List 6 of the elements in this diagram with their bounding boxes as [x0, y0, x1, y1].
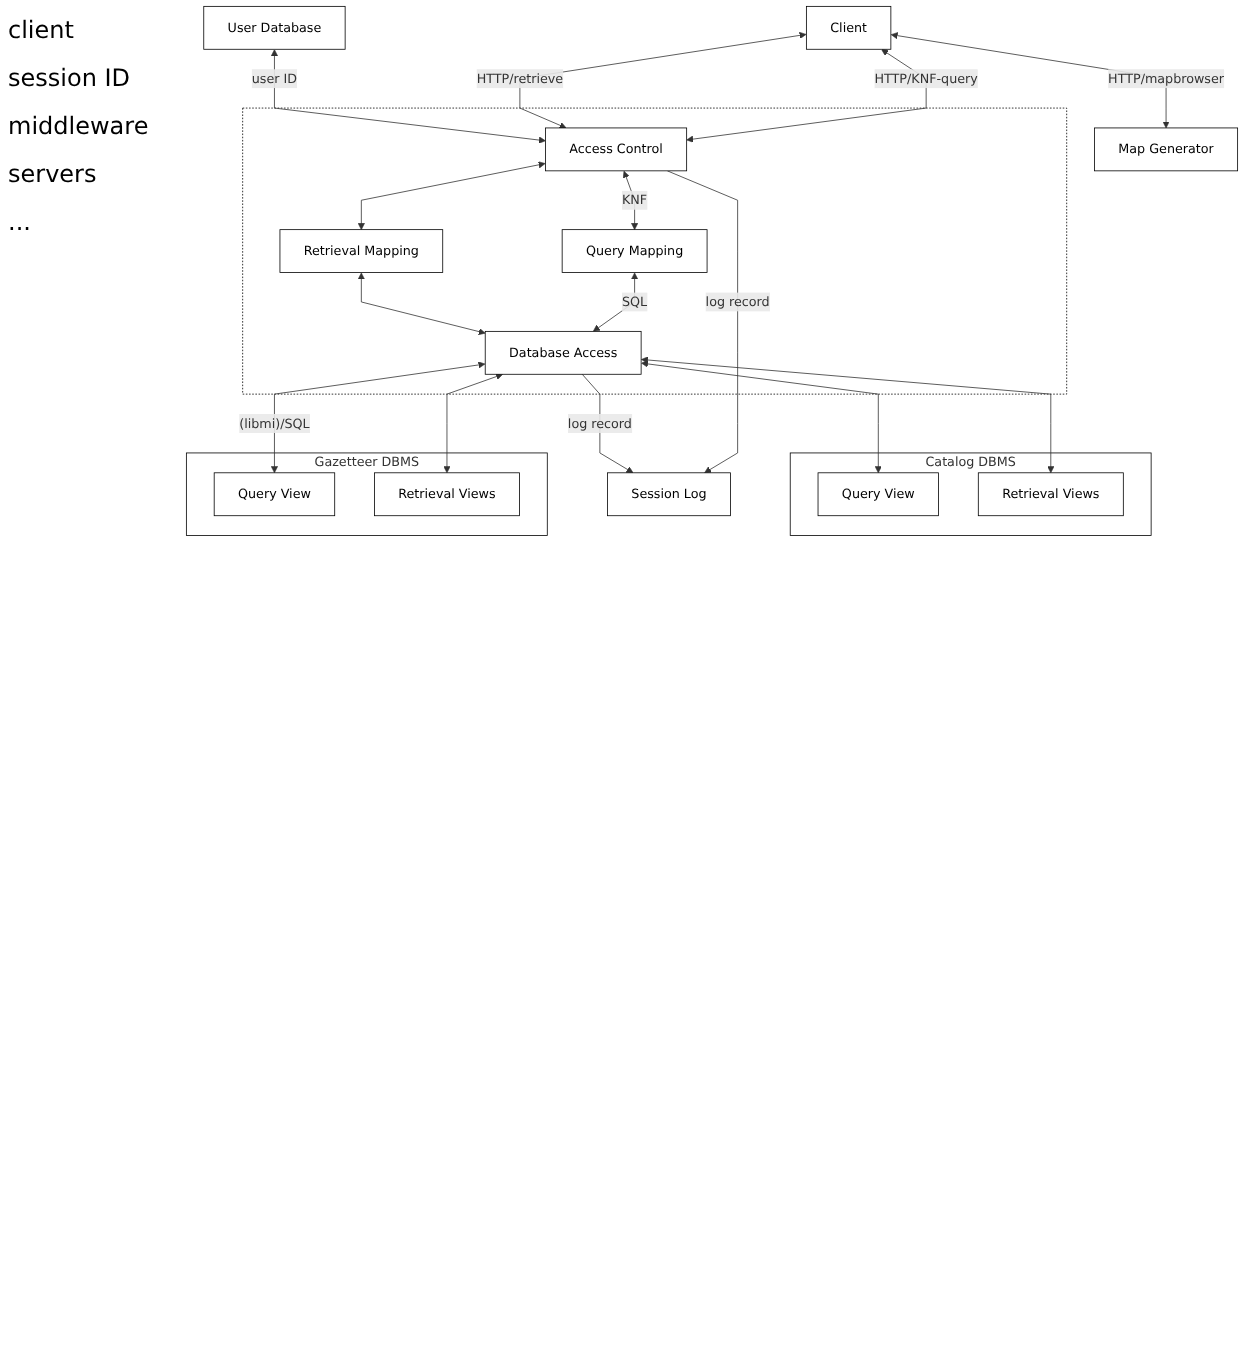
note-label: middleware	[8, 112, 151, 140]
cluster	[242, 107, 1068, 395]
note-label: client	[8, 16, 76, 44]
note-label: ...	[8, 208, 33, 236]
note-label: servers	[8, 160, 99, 188]
note-label: session ID	[8, 64, 133, 92]
